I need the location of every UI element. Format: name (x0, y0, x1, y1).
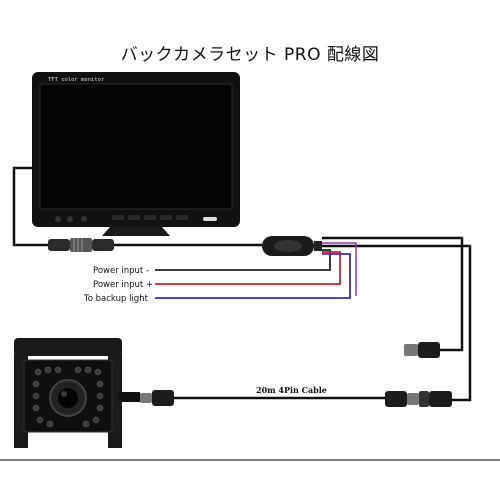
camera-connector (140, 390, 174, 406)
monitor-power-button[interactable] (203, 217, 217, 221)
camera-lens (58, 388, 78, 408)
wire-power-negative (155, 249, 331, 271)
backup-camera (14, 338, 140, 448)
camera-extension-cable (322, 236, 464, 352)
monitor-button[interactable] (144, 215, 156, 220)
monitor-button[interactable] (128, 215, 140, 220)
extension-connector-bottom (385, 391, 452, 407)
monitor-led (81, 216, 87, 222)
monitor-button[interactable] (160, 215, 172, 220)
monitor-label: TFT color monitor (48, 77, 105, 83)
wire-power-positive (155, 251, 341, 285)
wire-label-power-positive: Power input + (93, 280, 153, 290)
wire-label-backup-light: To backup light (83, 294, 149, 304)
monitor: TFT color monitor (32, 72, 240, 236)
monitor-button[interactable] (112, 215, 124, 220)
monitor-cable (12, 166, 48, 247)
power-splitter (262, 236, 322, 256)
extension-connector-top (404, 342, 440, 358)
wire-label-power-negative: Power input - (93, 266, 149, 276)
wire-accent (322, 242, 357, 296)
camera-ir-leds (32, 366, 104, 428)
monitor-button[interactable] (176, 215, 188, 220)
monitor-screen (39, 83, 233, 210)
monitor-stand (102, 227, 170, 236)
monitor-led (67, 216, 73, 222)
camera-extension-cable-2 (322, 244, 472, 402)
cable-label: 20m 4Pin Cable (256, 385, 327, 395)
camera-bracket-top (14, 338, 122, 356)
wire-backup-light (155, 253, 351, 299)
page-title: バックカメラセット PRO 配線図 (120, 45, 380, 65)
monitor-led (55, 216, 61, 222)
monitor-connector (48, 238, 114, 252)
camera-cable-exit (118, 392, 140, 402)
